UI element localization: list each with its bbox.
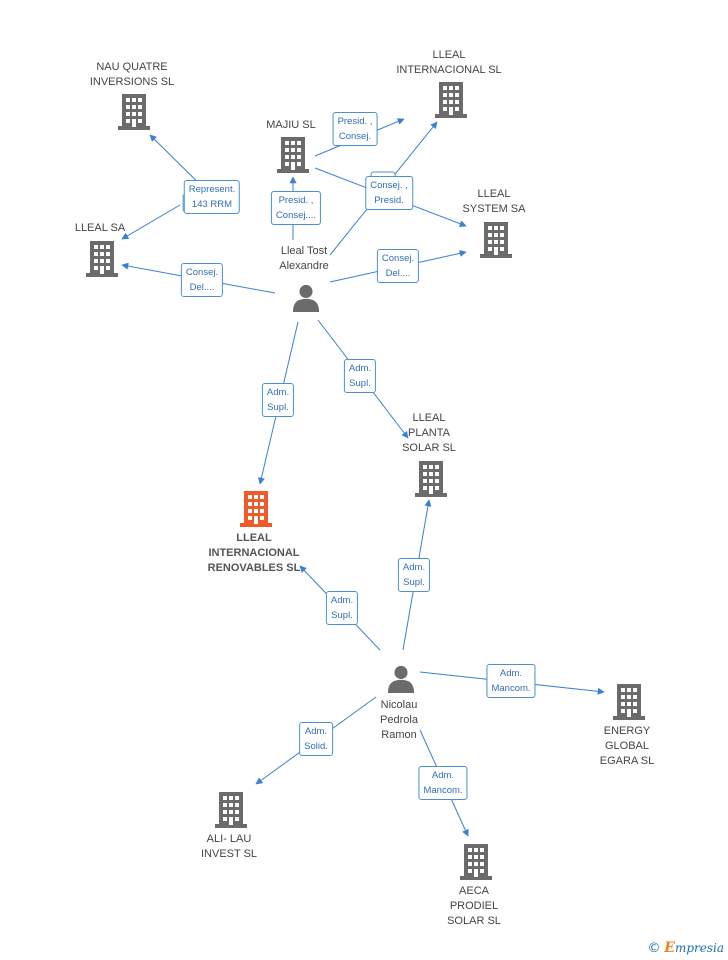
node-label-aeca[interactable]: AECA PRODIEL SOLAR SL [447,885,501,927]
node-label-tost[interactable]: Lleal Tost Alexandre [279,245,329,272]
building-icon[interactable] [460,844,492,880]
edge-label-nicolau-renovables[interactable]: Adm. Supl. [325,591,359,625]
node-label-nicolau[interactable]: Nicolau Pedrola Ramon [380,699,418,741]
building-icon[interactable] [480,222,512,258]
edge-label-majiu-lleal_int[interactable]: Presid. , Consej. [332,112,378,146]
person-icon[interactable] [292,284,320,312]
node-label-energy[interactable]: ENERGY GLOBAL EGARA SL [599,725,655,767]
node-label-planta[interactable]: LLEAL PLANTA SOLAR SL [402,412,456,454]
edge-label-tost-lleal_int[interactable]: Consej. , Presid. [365,176,413,210]
edge-label-nicolau-alilau[interactable]: Adm. Solid. [299,722,333,756]
building-icon[interactable] [240,491,272,527]
edges-layer [121,118,605,837]
brand-mark: E [664,940,675,956]
building-icon[interactable] [118,94,150,130]
edge-label-nicolau-planta[interactable]: Adm. Supl. [397,558,431,592]
copyright-icon: © [647,941,661,956]
building-icon[interactable] [215,792,247,828]
edge-label-tost-renovables[interactable]: Adm. Supl. [261,383,295,417]
building-icon[interactable] [613,684,645,720]
building-icon[interactable] [277,137,309,173]
building-icon[interactable] [435,82,467,118]
node-label-lleal_int[interactable]: LLEAL INTERNACIONAL SL [396,49,502,76]
edge-label-nicolau-aeca[interactable]: Adm. Mancom. [418,766,468,800]
brand-text: mpresia [674,941,724,955]
edge-label-tost-lleal_sa[interactable]: Represent. 143 RRM [183,180,241,214]
edge-tost-to-lleal_sa [121,204,181,240]
building-icon[interactable] [86,241,118,277]
edge-label-tost-majiu[interactable]: Presid. , Consej.... [270,191,322,225]
node-label-lleal_sa[interactable]: LLEAL SA [74,222,126,234]
node-label-lleal_system[interactable]: LLEAL SYSTEM SA [462,188,526,215]
edge-label-tost-lleal_system[interactable]: Consej. Del.... [376,249,420,283]
edge-label-tost-lleal_sa[interactable]: Consej. Del.... [180,263,224,297]
empresia-logo[interactable]: © Empresia [647,940,724,956]
edge-label-nicolau-energy[interactable]: Adm. Mancom. [486,664,536,698]
person-icon[interactable] [387,665,415,693]
building-icon[interactable] [415,461,447,497]
node-label-nau[interactable]: NAU QUATRE INVERSIONS SL [89,61,175,88]
node-label-alilau[interactable]: ALI- LAU INVEST SL [200,833,258,860]
edge-label-tost-planta[interactable]: Adm. Supl. [343,359,377,393]
node-label-renovables[interactable]: LLEAL INTERNACIONAL RENOVABLES SL [207,532,301,574]
node-label-majiu[interactable]: MAJIU SL [266,119,316,131]
